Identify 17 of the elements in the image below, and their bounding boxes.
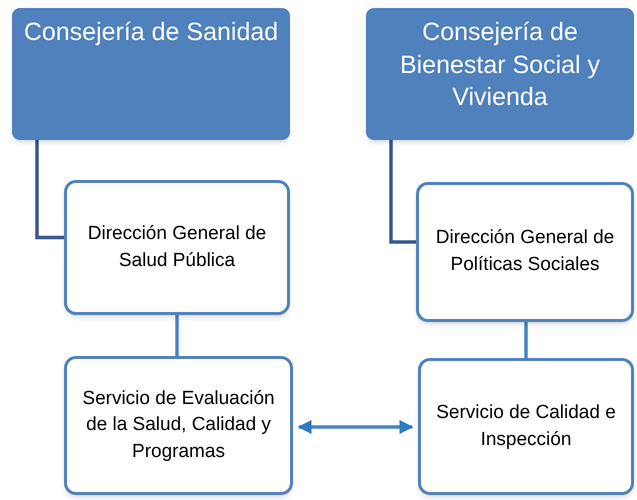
unit-box — [64, 180, 290, 315]
department-name: Consejería de Bienestar Social y Vivienda — [398, 17, 602, 113]
department-box — [366, 8, 634, 140]
unit-name: Servicio de Evaluación de la Salud, Calidad y Programas — [81, 386, 276, 464]
connector-line — [389, 140, 416, 244]
double-arrow — [298, 420, 414, 434]
unit-box — [64, 356, 293, 495]
unit-box — [418, 358, 634, 495]
unit-box — [416, 182, 634, 322]
unit-name: Dirección General de Salud Pública — [86, 222, 268, 272]
department-name: Consejería de Sanidad — [24, 17, 278, 48]
connector-line — [35, 140, 64, 240]
department-box — [12, 8, 290, 140]
connector-line — [175, 315, 179, 356]
unit-name: Dirección General de Políticas Sociales — [434, 226, 616, 277]
connector-line — [524, 322, 528, 358]
unit-name: Servicio de Calidad e Inspección — [435, 400, 617, 452]
